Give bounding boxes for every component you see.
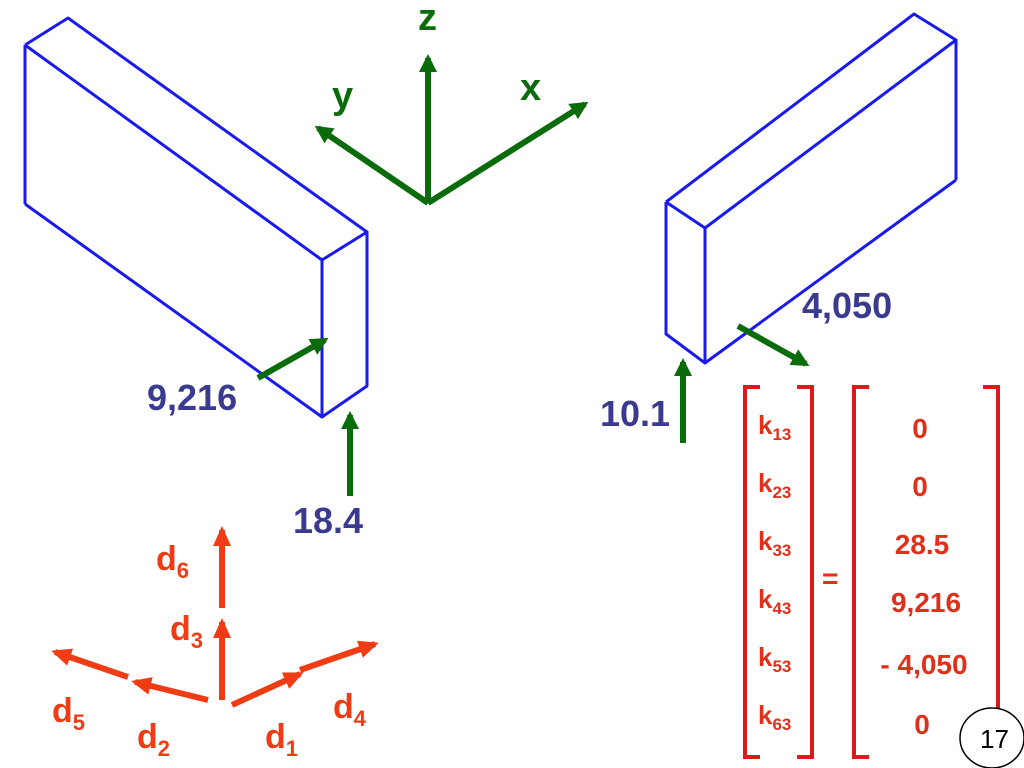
- right-block-top-face: [665, 12, 958, 230]
- lhs-bracket-left: [743, 385, 760, 759]
- x-axis: [426, 101, 589, 206]
- left-block-end-face: [320, 232, 369, 419]
- left-block-bottom-edge: [24, 202, 323, 419]
- left-block: [23, 16, 369, 419]
- page-number: 17: [980, 724, 1009, 754]
- dof-label-d1: d1: [265, 718, 298, 761]
- dof-label-d3: d3: [170, 610, 203, 653]
- rhs-bracket-right: [983, 385, 1000, 759]
- lhs-entry: k33: [758, 526, 791, 560]
- right-moment-arrow: [736, 323, 810, 367]
- right-block-bottom-edge: [704, 178, 957, 365]
- lhs-entry: k53: [758, 642, 791, 676]
- y-axis-label: y: [332, 75, 353, 117]
- dof-arrow-d5: [51, 648, 129, 680]
- rhs-bracket-left: [852, 385, 869, 759]
- lhs-entry: k13: [758, 410, 791, 444]
- lhs-entry: k43: [758, 584, 791, 618]
- right-moment-value: 4,050: [802, 285, 892, 326]
- left-moment-arrow: [256, 337, 329, 381]
- dof-label-d4: d4: [333, 688, 367, 731]
- x-axis-label: x: [520, 67, 541, 109]
- dof-label-d5: d5: [52, 692, 85, 735]
- lhs-bracket-right: [797, 385, 814, 759]
- axes: [314, 54, 589, 206]
- page-number-circle: [959, 707, 1024, 768]
- dof-arrow-d2: [131, 677, 209, 703]
- lhs-entry: k23: [758, 468, 791, 502]
- left-shear-value: 18.4: [293, 500, 363, 541]
- rhs-vector: 0 0 28.5 9,216 - 4,050 0: [880, 413, 967, 740]
- dof-arrow-d4: [299, 640, 379, 673]
- left-moment-value: 9,216: [147, 377, 237, 418]
- equals-sign: =: [822, 563, 838, 594]
- lhs-entry: k63: [758, 700, 791, 734]
- rhs-entry: 0: [914, 709, 930, 740]
- right-shear-value: 10.1: [600, 393, 670, 434]
- rhs-entry: - 4,050: [880, 649, 967, 680]
- lhs-vector: k13 k23 k33 k43 k53 k63: [758, 410, 791, 734]
- y-axis: [314, 125, 430, 206]
- z-axis-label: z: [418, 0, 437, 39]
- rhs-entry: 0: [912, 413, 928, 444]
- rhs-entry: 9,216: [891, 587, 961, 618]
- dof-label-d2: d2: [137, 718, 170, 761]
- rhs-entry: 28.5: [895, 529, 950, 560]
- right-block-end-face: [664, 202, 707, 365]
- dof-arrow-d1: [230, 671, 304, 708]
- rhs-entry: 0: [912, 471, 928, 502]
- dof-label-d6: d6: [156, 540, 189, 583]
- left-block-top-face: [24, 16, 369, 262]
